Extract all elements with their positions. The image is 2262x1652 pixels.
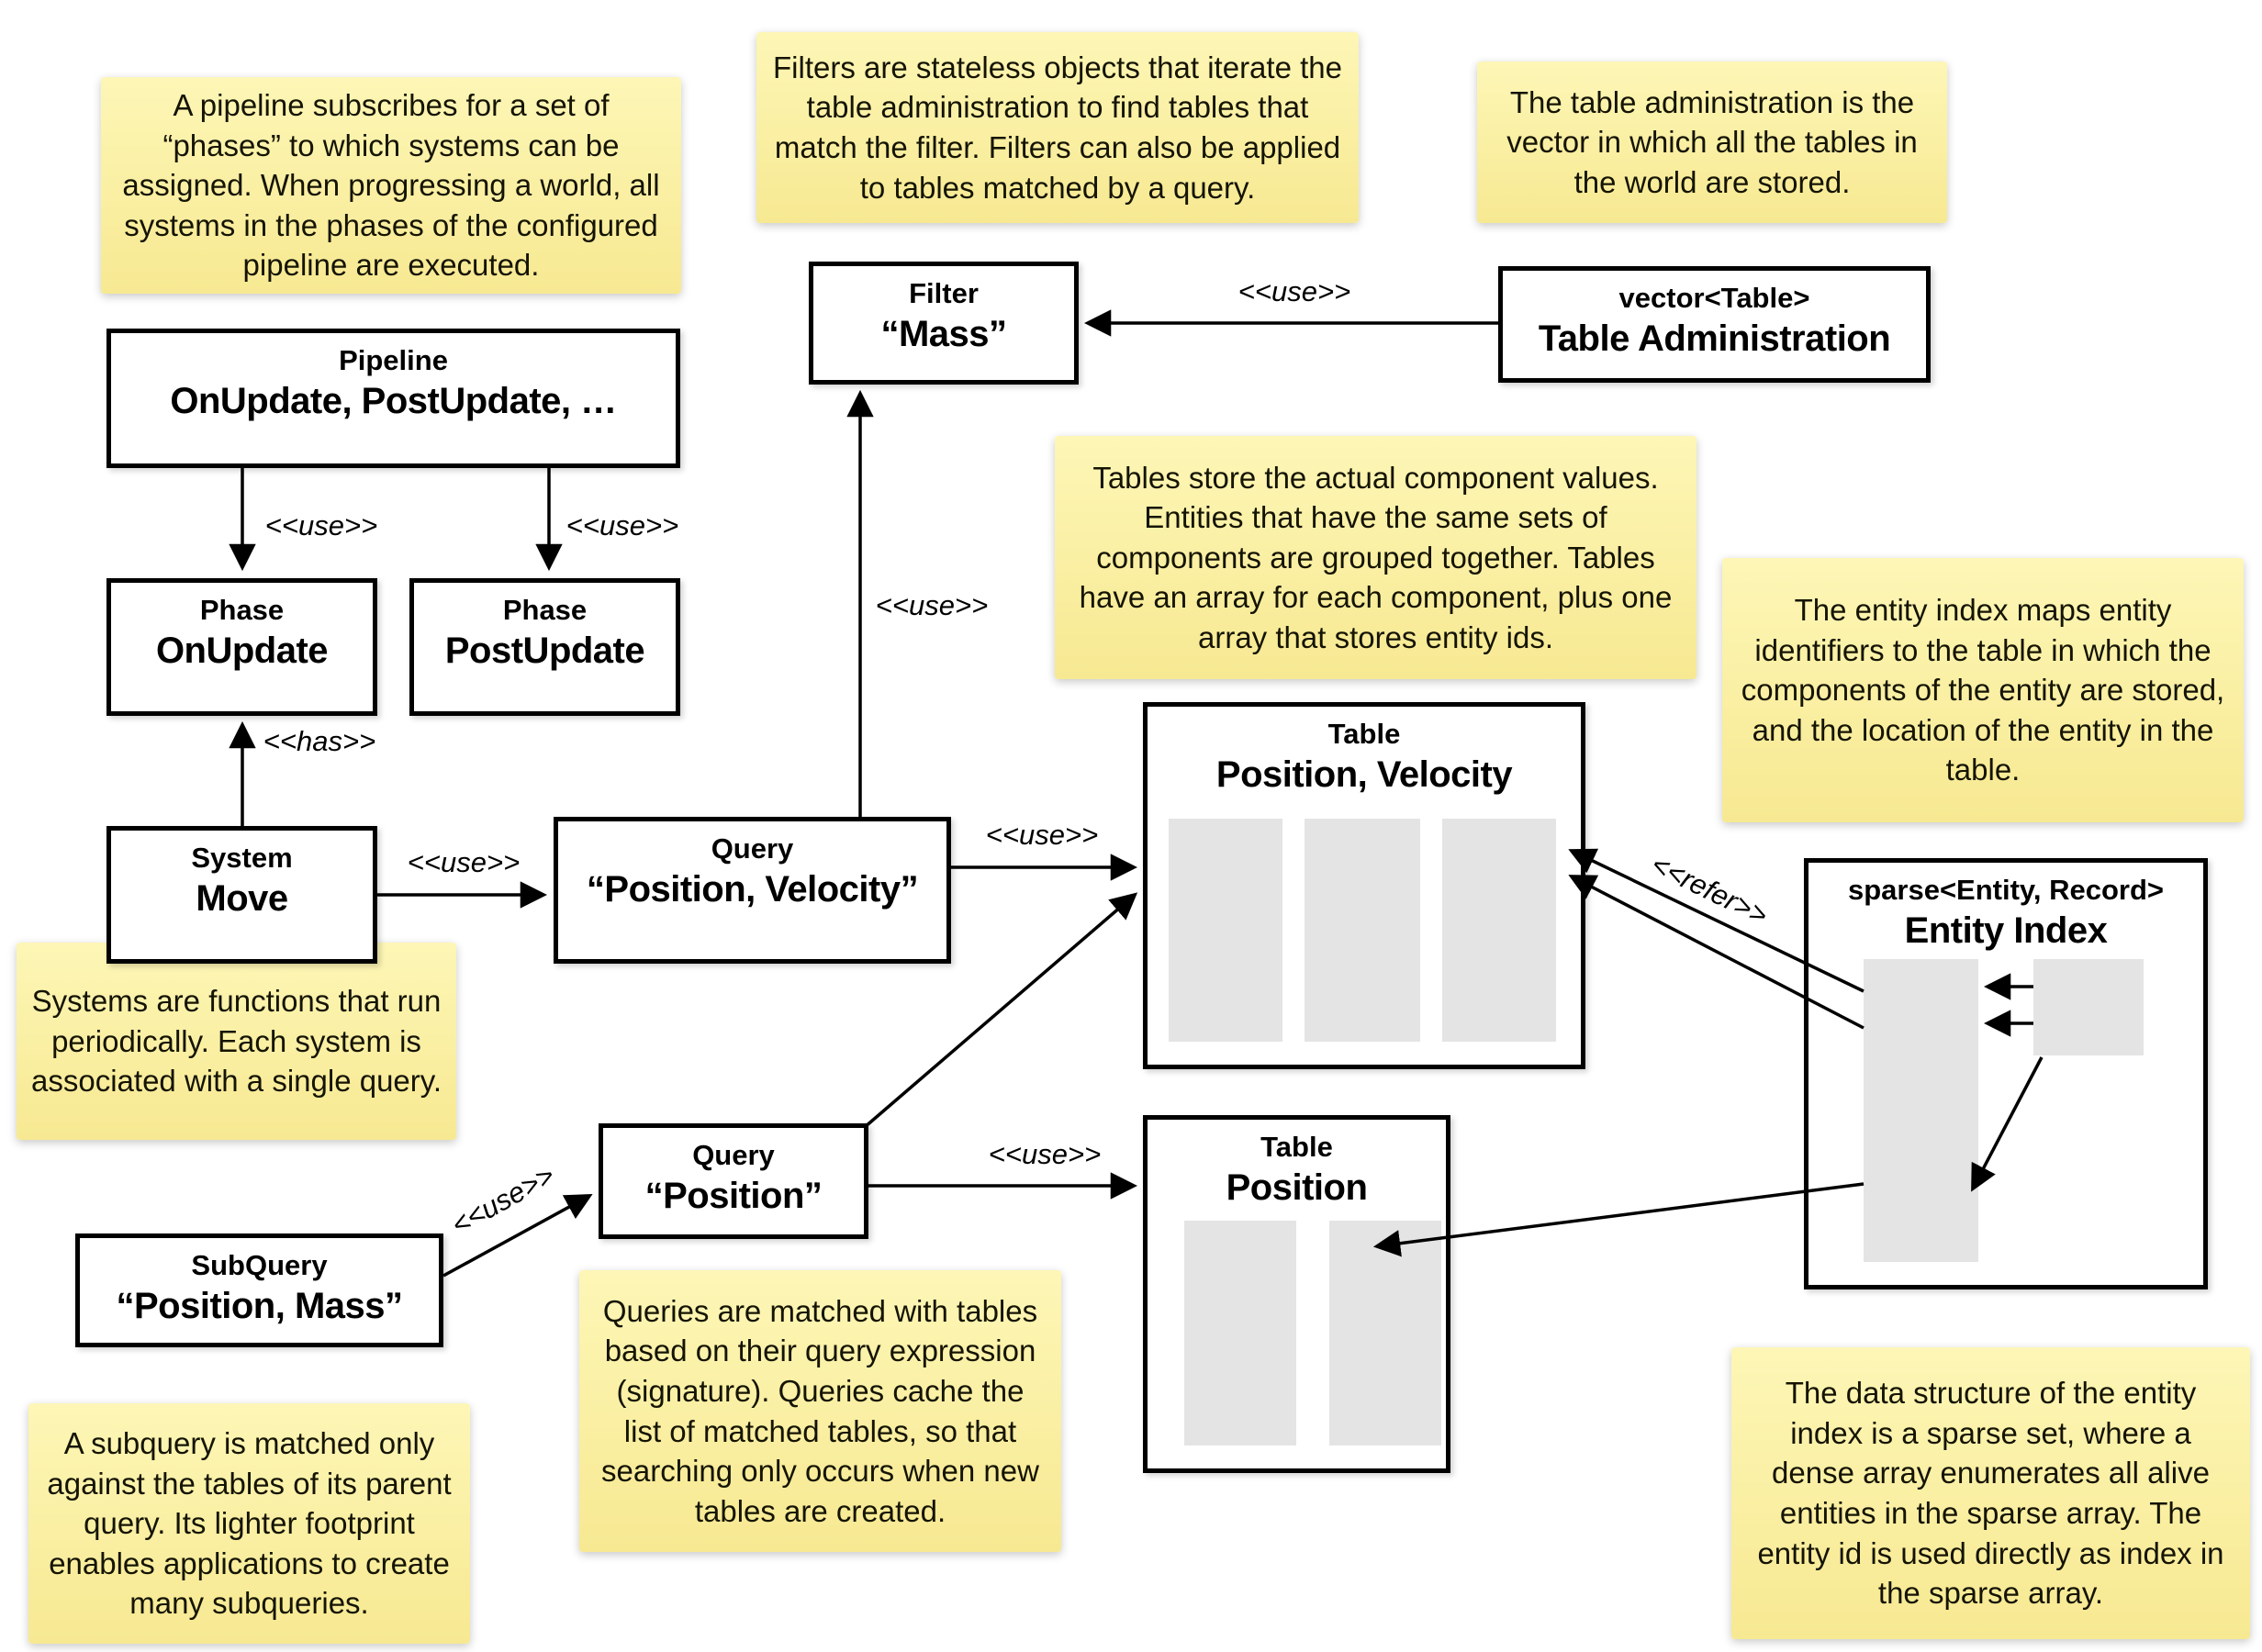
note-filters: Filters are stateless objects that itera… <box>756 32 1359 223</box>
edge-label-has-system-phase: <<has>> <box>263 725 376 757</box>
note-entity-index: The entity index maps entity identifiers… <box>1722 558 2244 822</box>
edge-label-refer-entityindex: <<refer>> <box>1646 847 1774 932</box>
note-tables-text: Tables store the actual component values… <box>1079 460 1673 654</box>
component-array-placeholder <box>1442 819 1556 1042</box>
component-array-placeholder <box>1305 819 1420 1042</box>
node-subquery-position-mass-stereotype: SubQuery <box>191 1249 328 1281</box>
node-query-position-velocity: Query “Position, Velocity” <box>554 817 951 964</box>
note-sparse-set: The data structure of the entity index i… <box>1731 1347 2250 1639</box>
note-systems: Systems are functions that run periodica… <box>17 943 456 1140</box>
note-queries-text: Queries are matched with tables based on… <box>601 1293 1039 1528</box>
note-pipeline-text: A pipeline subscribes for a set of “phas… <box>122 88 660 283</box>
node-phase-postupdate-name: PostUpdate <box>444 630 645 671</box>
node-table-position-velocity: Table Position, Velocity <box>1143 702 1585 1069</box>
note-filters-text: Filters are stateless objects that itera… <box>773 50 1342 205</box>
component-array-placeholder <box>1184 1221 1296 1446</box>
note-sparse-set-text: The data structure of the entity index i… <box>1757 1376 2224 1611</box>
node-table-position-name: Position <box>1226 1166 1368 1208</box>
node-filter-mass: Filter “Mass” <box>809 262 1079 385</box>
node-phase-postupdate: Phase PostUpdate <box>409 578 680 716</box>
node-query-position: Query “Position” <box>599 1123 868 1239</box>
edge-label-use-system-query: <<use>> <box>407 846 521 878</box>
edge-label-use-tableadmin-filter: <<use>> <box>1237 275 1351 307</box>
edge-label-use-pipeline-onupdate: <<use>> <box>264 509 378 541</box>
edge-label-use-querypv-tablepv: <<use>> <box>985 819 1099 851</box>
node-pipeline-name: OnUpdate, PostUpdate, … <box>170 380 617 421</box>
node-query-position-stereotype: Query <box>692 1139 775 1171</box>
node-system-move: System Move <box>106 826 377 964</box>
note-pipeline: A pipeline subscribes for a set of “phas… <box>101 77 681 294</box>
note-entity-index-text: The entity index maps entity identifiers… <box>1741 593 2225 787</box>
dense-array-placeholder <box>2033 959 2144 1055</box>
node-table-administration: vector<Table> Table Administration <box>1498 266 1931 383</box>
note-subquery: A subquery is matched only against the t… <box>28 1403 470 1644</box>
node-table-position: Table Position <box>1143 1115 1450 1473</box>
node-table-administration-stereotype: vector<Table> <box>1618 282 1810 314</box>
component-array-placeholder <box>1329 1221 1441 1446</box>
node-phase-postupdate-stereotype: Phase <box>502 594 588 626</box>
note-table-admin: The table administration is the vector i… <box>1477 61 1947 223</box>
node-query-position-velocity-name: “Position, Velocity” <box>586 868 919 910</box>
edge-label-use-subquery-querypos: <<use>> <box>445 1158 560 1242</box>
node-pipeline: Pipeline OnUpdate, PostUpdate, … <box>106 329 680 468</box>
edge-label-use-querypos-tablepos: <<use>> <box>988 1138 1102 1170</box>
node-subquery-position-mass-name: “Position, Mass” <box>116 1285 403 1326</box>
node-pipeline-stereotype: Pipeline <box>339 344 448 376</box>
node-filter-mass-name: “Mass” <box>880 313 1007 354</box>
node-table-position-stereotype: Table <box>1260 1131 1333 1163</box>
node-entity-index-stereotype: sparse<Entity, Record> <box>1847 874 2164 906</box>
node-entity-index: sparse<Entity, Record> Entity Index <box>1804 858 2208 1289</box>
node-phase-onupdate-stereotype: Phase <box>199 594 285 626</box>
node-entity-index-name: Entity Index <box>1904 910 2108 951</box>
edge-label-use-query-filter: <<use>> <box>875 589 989 621</box>
note-table-admin-text: The table administration is the vector i… <box>1506 84 1918 199</box>
node-table-position-velocity-stereotype: Table <box>1327 718 1401 750</box>
component-array-placeholder <box>1169 819 1282 1042</box>
note-tables: Tables store the actual component values… <box>1055 436 1696 679</box>
node-filter-mass-stereotype: Filter <box>909 277 979 309</box>
edge-label-use-pipeline-postupdate: <<use>> <box>566 509 679 541</box>
node-phase-onupdate: Phase OnUpdate <box>106 578 377 716</box>
note-subquery-text: A subquery is matched only against the t… <box>47 1426 452 1621</box>
node-query-position-velocity-stereotype: Query <box>711 832 794 865</box>
node-table-position-velocity-name: Position, Velocity <box>1215 753 1513 795</box>
node-system-move-stereotype: System <box>191 842 293 874</box>
node-system-move-name: Move <box>196 877 288 919</box>
node-query-position-name: “Position” <box>644 1175 823 1216</box>
node-subquery-position-mass: SubQuery “Position, Mass” <box>75 1233 443 1347</box>
note-systems-text: Systems are functions that run periodica… <box>31 984 442 1099</box>
note-queries: Queries are matched with tables based on… <box>579 1270 1061 1552</box>
node-phase-onupdate-name: OnUpdate <box>155 630 329 671</box>
sparse-array-placeholder <box>1864 959 1978 1262</box>
node-table-administration-name: Table Administration <box>1538 318 1891 359</box>
